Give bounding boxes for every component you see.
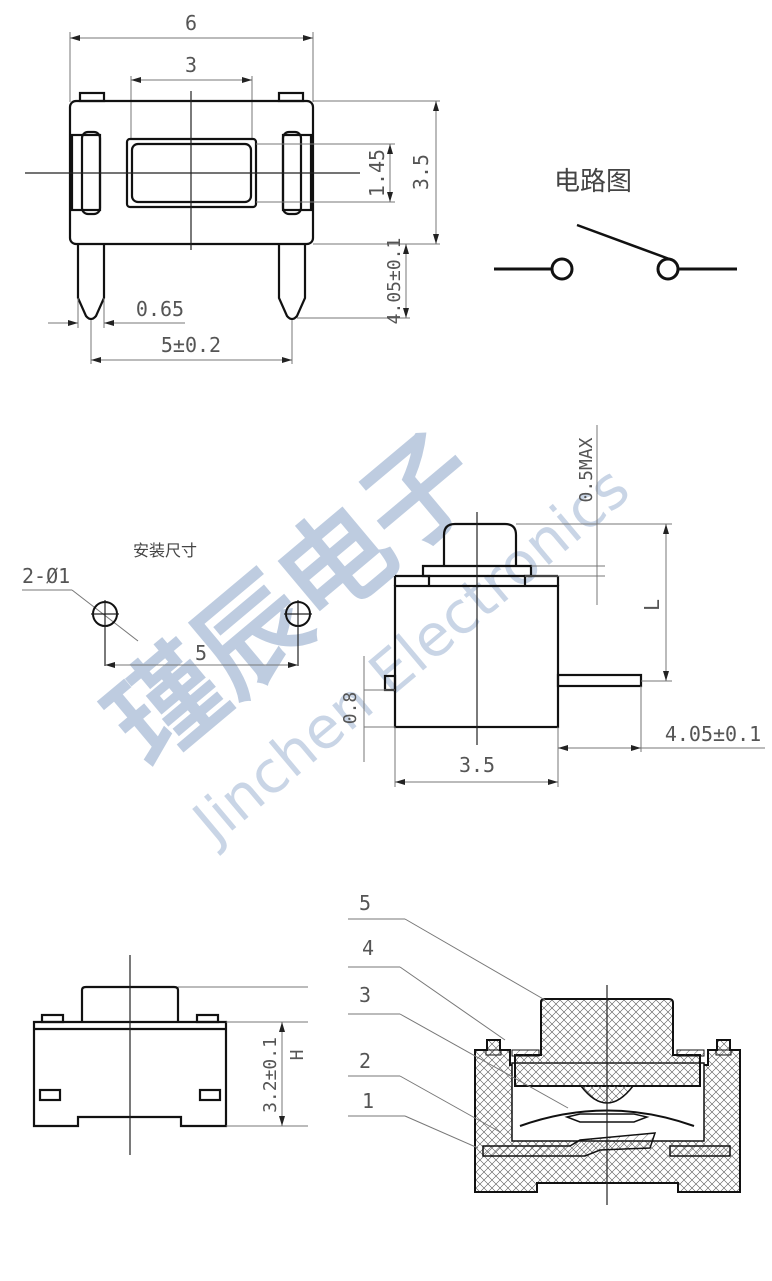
dim-pin-pitch: 5±0.2 [161,333,221,357]
top-view: 6 3 1.45 3.5 4.05±0.1 [25,11,440,364]
mounting-title: 安装尺寸 [133,541,197,560]
hole-label: 2-Ø1 [22,564,70,588]
mounting-pattern: 安装尺寸 2-Ø1 5 [22,541,312,668]
section-view: 5 4 3 2 1 [348,891,741,1205]
dim-width: 3.5 [459,753,495,777]
callout-4: 4 [348,936,506,1041]
svg-text:1: 1 [362,1089,374,1113]
dim-height-L: L [640,599,664,611]
dim-button-height: 1.45 [365,149,389,197]
dim-offset: 0.8 [340,692,361,725]
side-view: 0.5MAX L 0.8 3.5 4.05±0.1 [340,425,765,787]
switch-symbol-icon [494,223,737,281]
dim-pin-width: 0.65 [136,297,184,321]
svg-text:5: 5 [359,891,371,915]
dim-width-total: 6 [185,11,197,35]
dim-hole-pitch: 5 [195,641,207,665]
hole-left-icon [91,600,119,666]
dim-body-height-front: 3.2±0.1 [260,1037,281,1113]
dim-button-width: 3 [185,53,197,77]
dim-total-height-H: H [287,1050,308,1061]
dim-travel: 0.5MAX [576,437,597,502]
svg-text:3: 3 [359,983,371,1007]
callout-2: 2 [348,1049,501,1133]
svg-text:2: 2 [359,1049,371,1073]
dim-pin-length: 4.05±0.1 [384,238,405,325]
hole-right-icon [284,600,312,666]
front-view: 3.2±0.1 H [32,955,308,1155]
circuit-title: 电路图 [554,167,632,197]
dim-pin-length-side: 4.05±0.1 [665,722,761,746]
callout-3: 3 [348,983,569,1109]
dim-body-height: 3.5 [409,154,433,190]
circuit-diagram: 电路图 [494,167,737,281]
svg-text:4: 4 [362,936,374,960]
callout-5: 5 [348,891,546,1001]
callout-1: 1 [348,1089,479,1149]
